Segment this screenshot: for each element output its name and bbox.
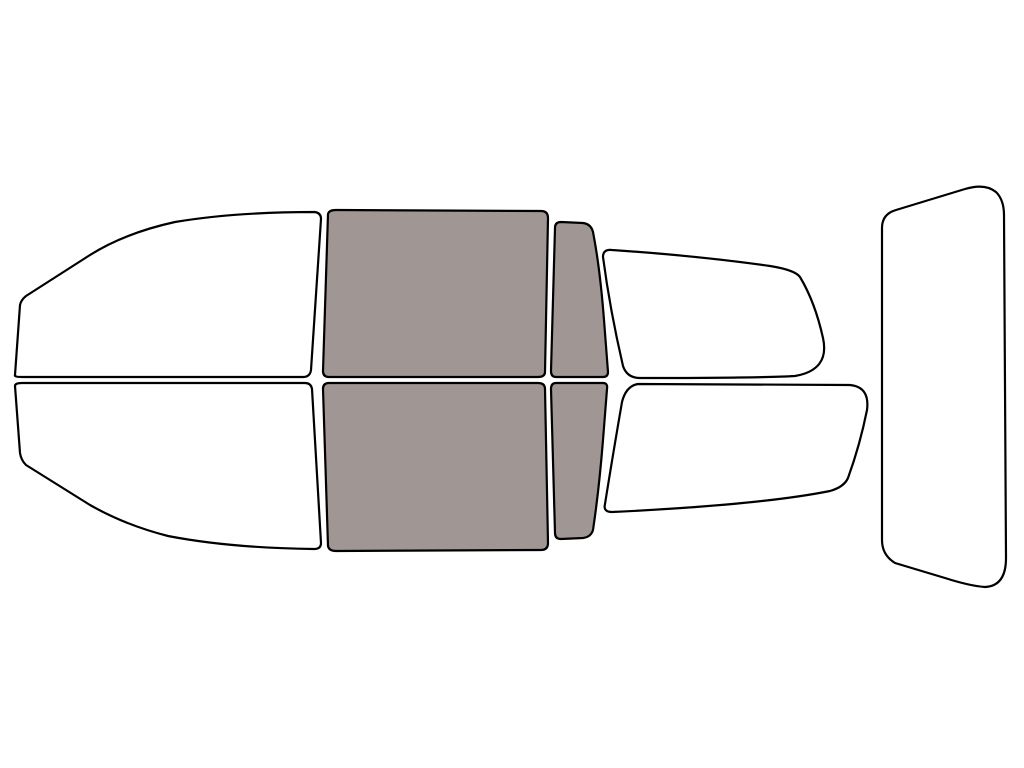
rear-windshield-panel: [880, 185, 1008, 589]
driver-quarter-window-panel: [601, 248, 826, 380]
driver-rear-window-panel: [549, 220, 610, 379]
passenger-quarter-window-panel: [603, 382, 869, 514]
front-upper-glass-panel: [13, 210, 323, 379]
front-lower-glass-panel: [13, 381, 323, 551]
driver-front-window-panel: [321, 208, 550, 379]
passenger-front-window-panel: [321, 381, 550, 553]
passenger-rear-window-panel: [549, 381, 609, 541]
